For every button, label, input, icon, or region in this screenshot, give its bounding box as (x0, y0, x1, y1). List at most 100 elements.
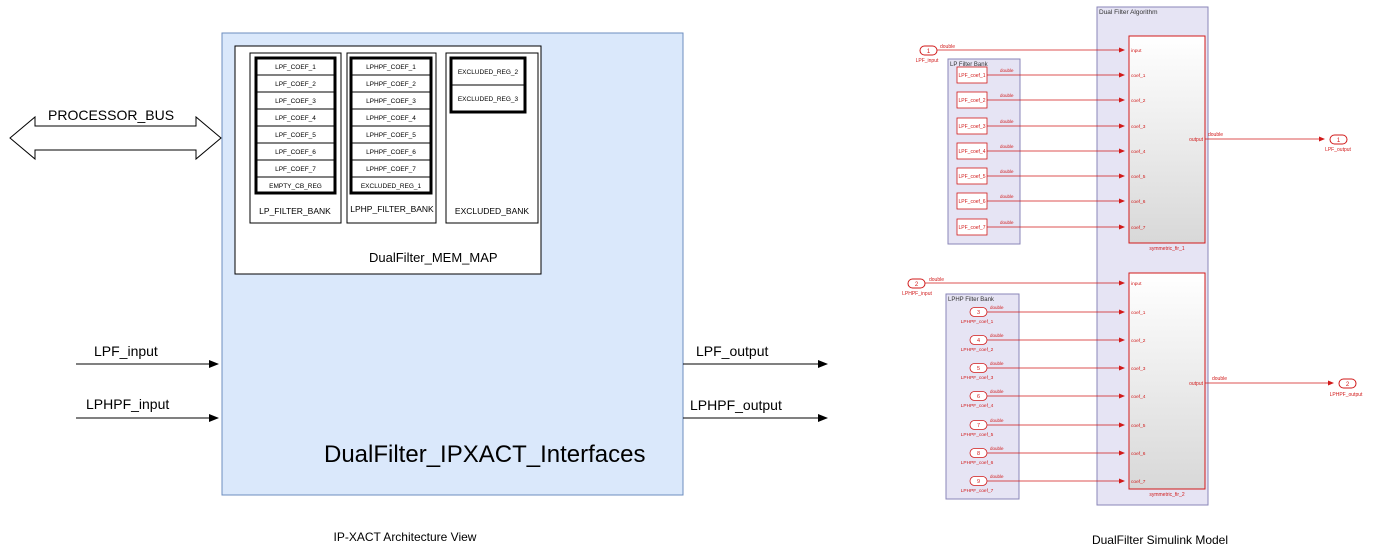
fir-in-port-label: coef_6 (1131, 199, 1146, 205)
bank-box-excluded (445, 52, 539, 224)
inport-1-type: double (940, 44, 955, 50)
fir-block-1 (1128, 35, 1206, 244)
register-label: LPHPF_COEF_2 (366, 81, 416, 88)
lphpf-coef-port-num: 9 (977, 479, 980, 485)
lpf-coef-label: LPF_coef_3 (959, 124, 986, 130)
lpf-coef-label: LPF_coef_6 (959, 199, 986, 205)
lphpf-coef-label: LPHPF_coef_4 (961, 403, 994, 409)
fir-in-port-label: coef_7 (1131, 225, 1146, 231)
lphpf-coef-label: LPHPF_coef_7 (961, 488, 994, 494)
register-label: LPF_COEF_4 (275, 115, 316, 122)
register-label: EXCLUDED_REG_3 (458, 96, 519, 103)
ipxact-caption: IP-XACT Architecture View (334, 530, 477, 544)
lphpf-coef-port-num: 4 (977, 338, 980, 344)
lpf-coef-label: LPF_coef_4 (959, 149, 986, 155)
inport-2-name: LPHPF_input (902, 291, 932, 297)
fir-out-port-1: output (1189, 137, 1204, 143)
outport-1-num: 1 (1337, 138, 1341, 144)
register-label: EMPTY_CB_REG (269, 183, 322, 190)
fir-block-2 (1128, 272, 1206, 490)
register-label: EXCLUDED_REG_2 (458, 69, 519, 76)
register-label: LPHPF_COEF_1 (366, 64, 416, 71)
fir-in-port-label: coef_1 (1131, 310, 1146, 316)
lphp-filter-bank-title: LPHP Filter Bank (948, 297, 995, 303)
fir-in-port-label: coef_1 (1131, 73, 1146, 79)
processor-bus-label: PROCESSOR_BUS (48, 107, 174, 123)
fir-in-port-label: coef_4 (1131, 149, 1146, 155)
lpf-coef-label: LPF_coef_7 (959, 225, 986, 231)
register-label: LPF_COEF_2 (275, 81, 316, 88)
ipxact-block-title: DualFilter_IPXACT_Interfaces (324, 441, 645, 468)
inport-2-num: 2 (915, 282, 919, 288)
simulink-view: Dual Filter Algorithm symmetric_fir_1 sy… (902, 6, 1363, 547)
fir-name-1: symmetric_fir_1 (1149, 246, 1185, 252)
inport-1-name: LPF_input (916, 58, 939, 64)
register-label: LPF_COEF_7 (275, 166, 316, 173)
lphpf-output-label: LPHPF_output (690, 397, 782, 413)
wire-type-label: double (990, 361, 1004, 366)
memmap-title: DualFilter_MEM_MAP (369, 250, 498, 265)
register-labels: LPF_COEF_1LPF_COEF_2LPF_COEF_3LPF_COEF_4… (269, 64, 518, 190)
register-label: LPHPF_COEF_5 (366, 132, 416, 139)
register-label: LPHPF_COEF_3 (366, 98, 416, 105)
lphpf-coef-port-num: 3 (977, 310, 980, 316)
algorithm-title: Dual Filter Algorithm (1099, 9, 1158, 16)
register-label: EXCLUDED_REG_1 (361, 183, 422, 190)
lphpf-coef-port-num: 7 (977, 423, 980, 429)
simulink-caption: DualFilter Simulink Model (1092, 533, 1228, 547)
lphpf-coef-label: LPHPF_coef_3 (961, 375, 994, 381)
wire-type-label: double (990, 389, 1004, 394)
outport-1 (1329, 134, 1348, 145)
register-label: LPHPF_COEF_7 (366, 166, 416, 173)
bank-name-lphp: LPHP_FILTER_BANK (350, 204, 434, 214)
lpf-coef-label: LPF_coef_2 (959, 98, 986, 104)
lphpf-coef-port-num: 8 (977, 451, 980, 457)
outport-2 (1338, 378, 1357, 389)
lphpf-coef-label: LPHPF_coef_2 (961, 347, 994, 353)
wire-type-label: double (990, 305, 1004, 310)
wire-type-label: double (1000, 169, 1014, 174)
wire-type-label: double (1000, 68, 1014, 73)
inport-2 (907, 278, 926, 289)
fir-in-port-label: coef_6 (1131, 451, 1146, 457)
wire-type-label: double (1000, 220, 1014, 225)
inport-1 (919, 45, 938, 56)
wire-type-label: double (1000, 93, 1014, 98)
fir-in-port-label: coef_3 (1131, 124, 1146, 130)
register-label: LPF_COEF_5 (275, 132, 316, 139)
wire-type-label: double (990, 474, 1004, 479)
register-label: LPF_COEF_1 (275, 64, 316, 71)
lpf-output-label: LPF_output (696, 343, 768, 359)
wire-type-label: double (1000, 119, 1014, 124)
register-label: LPHPF_COEF_4 (366, 115, 416, 122)
lphpf-coef-port-num: 5 (977, 366, 980, 372)
wire-type-label: double (1000, 194, 1014, 199)
fir-in-port-label: coef_7 (1131, 479, 1146, 485)
inport-2-type: double (929, 277, 944, 283)
fir-in-port-label: input (1131, 281, 1142, 287)
register-label: LPHPF_COEF_6 (366, 149, 416, 156)
fir-in-port-label: coef_3 (1131, 366, 1146, 372)
register-dividers (256, 74, 525, 178)
register-label: LPF_COEF_6 (275, 149, 316, 156)
lp-filter-bank-title: LP Filter Bank (950, 62, 989, 68)
lpf-coef-label: LPF_coef_5 (959, 174, 986, 180)
wire-type-label: double (990, 418, 1004, 423)
ipxact-view: DualFilter_IPXACT_Interfaces DualFilter_… (9, 32, 828, 544)
lphpf-input-label: LPHPF_input (86, 396, 169, 412)
lphpf-coef-label: LPHPF_coef_6 (961, 460, 994, 466)
inport-1-num: 1 (927, 49, 931, 55)
outport-2-num: 2 (1346, 382, 1350, 388)
outport-2-type: double (1212, 376, 1227, 382)
register-label: LPF_COEF_3 (275, 98, 316, 105)
lpf-coef-label: LPF_coef_1 (959, 73, 986, 79)
fir-in-port-label: coef_5 (1131, 423, 1146, 429)
bank-name-excluded: EXCLUDED_BANK (455, 206, 529, 216)
simulink-bank-items: input coef_1 coef_2 coef_3 coef_4 coef_5 coef_… (956, 48, 1146, 494)
fir-in-port-label: coef_2 (1131, 98, 1146, 104)
bank-name-lp: LP_FILTER_BANK (259, 206, 331, 216)
bank-box-lphp (346, 52, 437, 224)
fir-out-port-2: output (1189, 381, 1204, 387)
bank-box-lp (249, 52, 342, 224)
